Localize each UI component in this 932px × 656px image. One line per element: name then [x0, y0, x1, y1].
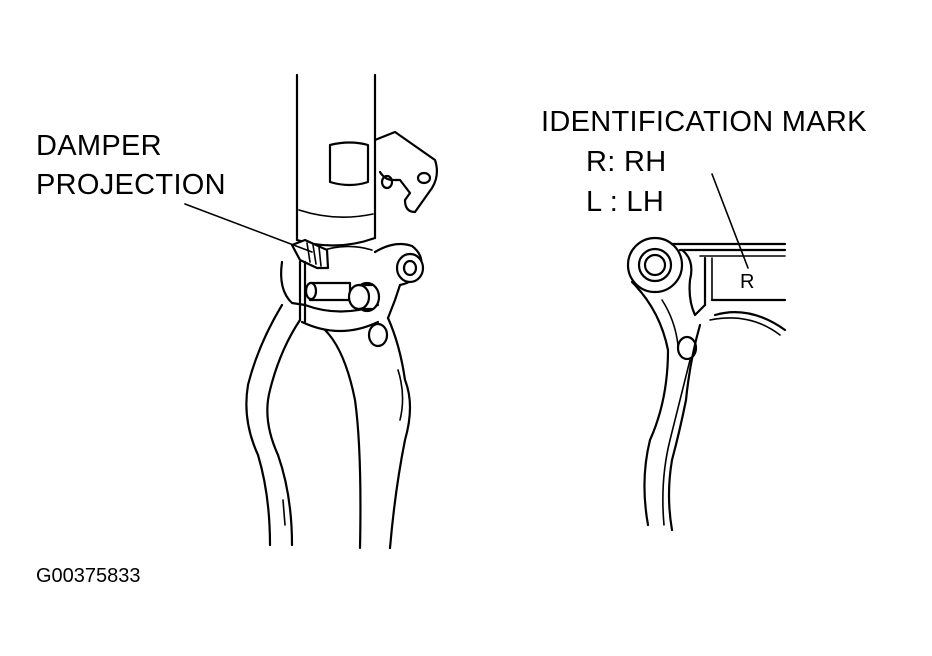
damper-tube	[295, 73, 377, 253]
rh-legend: R: RH	[586, 146, 667, 178]
bracket-eye	[626, 236, 684, 294]
bracket-side-view	[626, 173, 787, 532]
damper-label-line1: DAMPER	[36, 130, 162, 162]
bracket-arm	[630, 280, 702, 532]
identification-mark-leader	[711, 173, 749, 269]
shock-absorber-assembly	[184, 73, 439, 550]
bracket-plate	[328, 130, 439, 214]
figure-code: G00375833	[36, 565, 141, 587]
lower-clamp	[280, 242, 425, 348]
lh-legend: L : LH	[586, 186, 665, 218]
damper-projection-leader	[184, 203, 313, 253]
fork-arms	[245, 303, 412, 550]
damper-label-line2: PROJECTION	[36, 169, 226, 201]
identification-mark-letter: R	[740, 271, 755, 293]
identification-mark-label: IDENTIFICATION MARK	[541, 106, 867, 138]
bracket-body	[670, 242, 787, 361]
